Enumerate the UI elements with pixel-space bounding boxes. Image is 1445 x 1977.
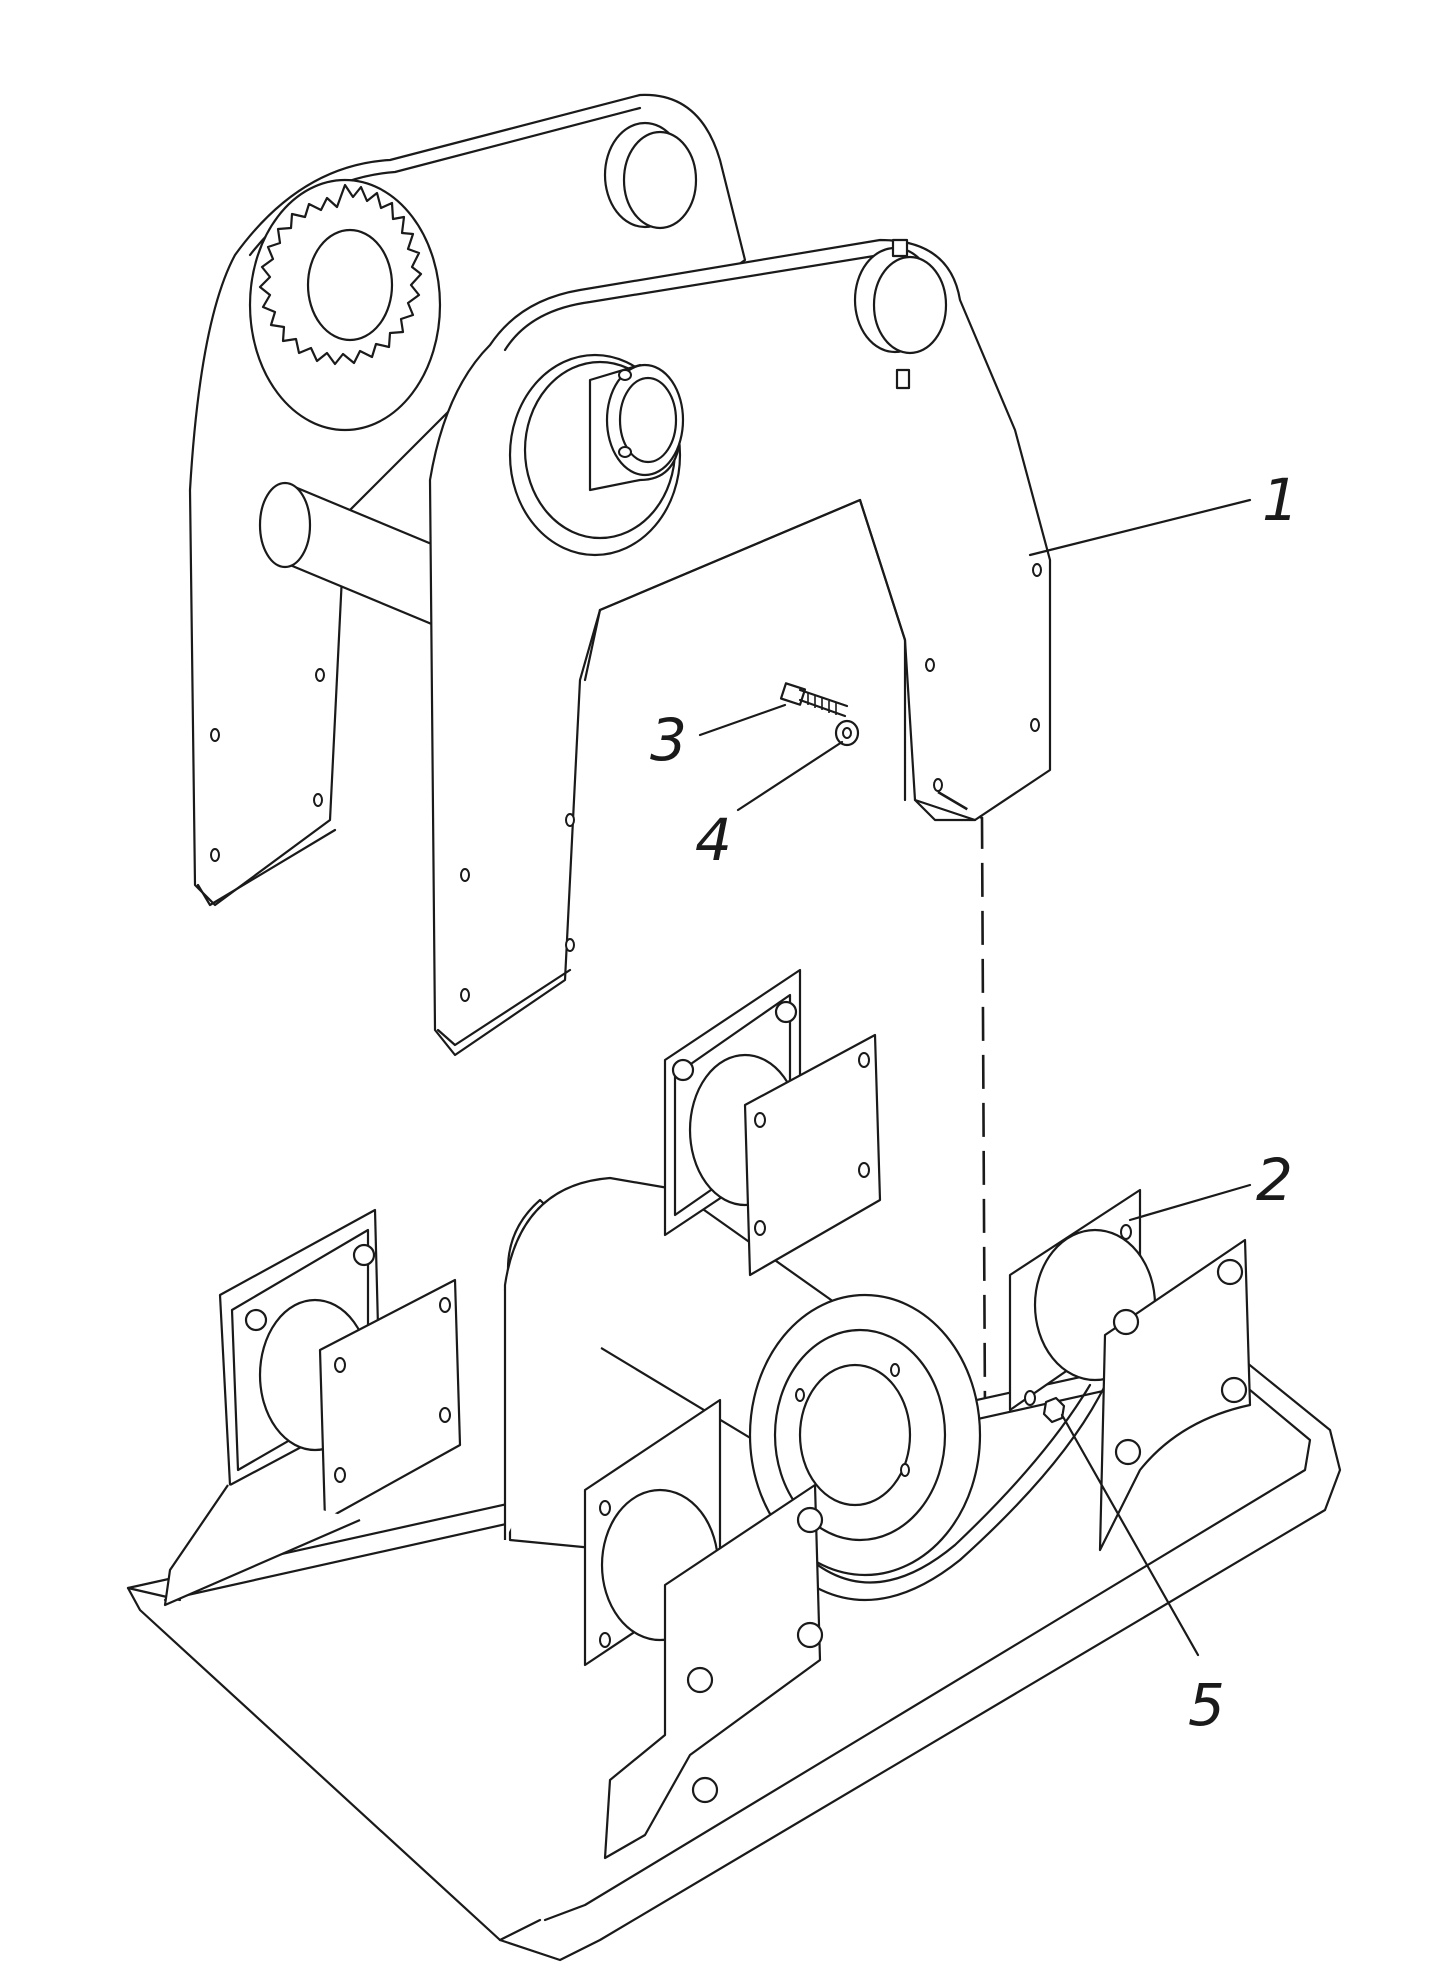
leader-5 [1060,1413,1200,1657]
leader-lines [698,498,1252,1657]
sprocket [248,178,442,432]
callout-3: 3 [650,706,687,774]
mount-left [163,1208,462,1607]
mount-back-left [663,968,882,1277]
washer [834,719,860,747]
callout-4: 4 [695,806,732,874]
leader-1 [1028,498,1252,557]
mount-right [1008,1188,1252,1552]
callout-2: 2 [1256,1146,1293,1214]
base-plate-assembly [126,968,1342,1962]
callout-labels: 1 2 3 4 5 [650,466,1299,1739]
front-pivot-bushing [853,238,948,390]
back-pivot-bushing [603,121,698,230]
callout-5: 5 [1188,1671,1225,1739]
eccentric-drum [503,1176,982,1577]
alignment-line [937,790,987,1416]
leader-4 [736,740,844,812]
bearing-hub [508,353,685,557]
callout-1: 1 [1262,466,1299,534]
leader-2 [1128,1183,1252,1222]
upper-bracket [188,93,1052,1057]
bolt [779,682,849,718]
mount-front-center [583,1398,824,1860]
cross-shaft [258,481,472,642]
guard-strip [778,1338,1132,1601]
leader-3 [698,703,787,737]
